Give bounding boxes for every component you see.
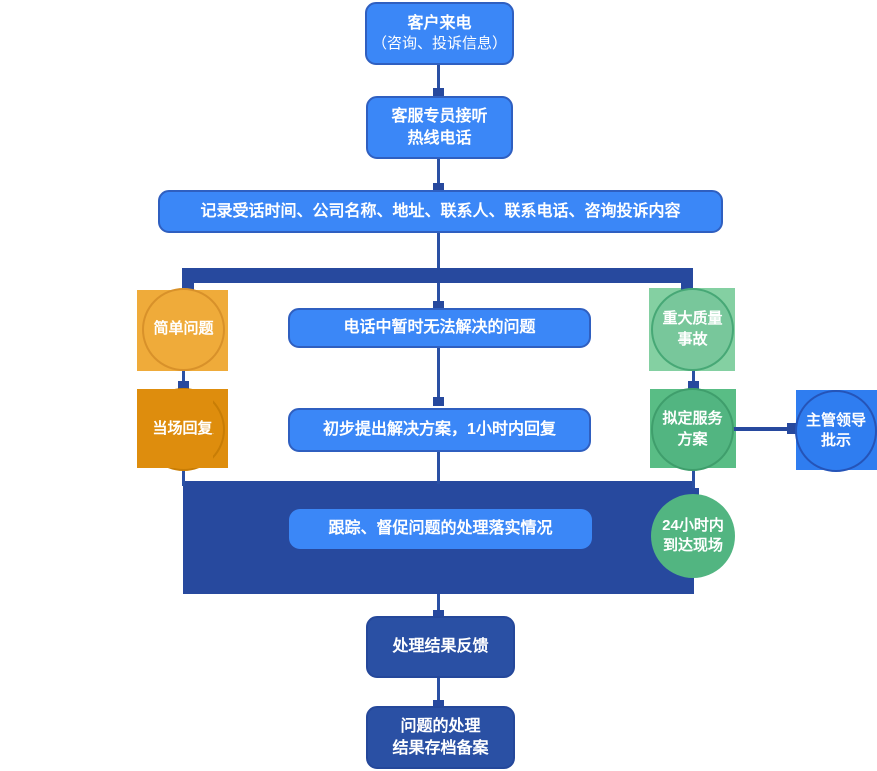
node-arrive-24h[interactable]: 24小时内 到达现场: [651, 494, 735, 578]
node-agent-answer-line2: 热线电话: [407, 129, 472, 147]
node-reply-onsite-label: 当场回复: [137, 389, 228, 468]
connector-agent-to-record: [437, 158, 440, 192]
connector-arrow-split-to-unsolved: [433, 301, 444, 310]
node-unsolved-on-call[interactable]: 电话中暂时无法解决的问题: [288, 308, 591, 348]
split-distribution-bar: [182, 268, 693, 283]
node-follow-up-line1: 跟踪、督促问题的处理落实情况: [328, 520, 553, 538]
node-propose-solution-line1: 初步提出解决方案，1小时内回复: [323, 421, 556, 439]
node-record-info-line1: 记录受话时间、公司名称、地址、联系人、联系电话、咨询投诉内容: [200, 202, 681, 220]
connector-record-to-split: [437, 232, 440, 272]
node-leader-approval[interactable]: 主管领导 批示: [795, 390, 877, 472]
connector-arrow-call-to-agent: [433, 88, 444, 97]
connector-accident-to-plan: [692, 368, 695, 390]
node-follow-up[interactable]: 跟踪、督促问题的处理落实情况: [289, 509, 592, 549]
node-major-accident[interactable]: 重大质量 事故: [651, 288, 734, 371]
node-result-feedback-line1: 处理结果反馈: [392, 638, 489, 656]
node-service-plan-line1: 拟定服务: [662, 410, 723, 428]
node-propose-solution[interactable]: 初步提出解决方案，1小时内回复: [288, 408, 591, 452]
plate-reply-onsite-overlay: [137, 389, 213, 468]
node-simple-issue[interactable]: 简单问题: [142, 288, 225, 371]
node-arrive-24h-line1: 24小时内: [662, 516, 724, 534]
connector-arrow-plan-to-arrive: [688, 488, 699, 497]
node-archive-result-line1: 问题的处理: [400, 718, 481, 736]
connector-arrow-feedback-to-archive: [433, 700, 444, 709]
node-unsolved-on-call-line1: 电话中暂时无法解决的问题: [343, 319, 536, 337]
node-leader-approval-line2: 批示: [820, 432, 851, 449]
node-major-accident-line1: 重大质量: [662, 310, 723, 328]
connector-arrow-unsolved-to-solution: [433, 397, 444, 406]
node-service-plan[interactable]: 拟定服务 方案: [651, 388, 734, 471]
connector-arrow-agent-to-record: [433, 183, 444, 192]
connector-split-to-unsolved: [437, 283, 440, 310]
connector-reply-to-band: [182, 468, 185, 486]
node-agent-answer-line1: 客服专员接听: [391, 108, 488, 126]
connector-feedback-to-archive: [437, 678, 440, 708]
connector-band-to-feedback: [437, 594, 440, 620]
connector-call-to-agent: [437, 64, 440, 95]
connector-solution-to-followup: [437, 452, 440, 484]
connector-arrow-band-to-feedback: [433, 610, 444, 619]
split-bar-right-stub: [681, 283, 693, 291]
node-record-info[interactable]: 记录受话时间、公司名称、地址、联系人、联系电话、咨询投诉内容: [158, 190, 723, 233]
split-bar-left-stub: [182, 283, 194, 291]
connector-simple-to-reply: [182, 368, 185, 390]
node-customer-call-line1: 客户来电: [407, 15, 472, 33]
connector-arrow-accident-to-plan: [688, 381, 699, 390]
node-leader-approval-line1: 主管领导: [805, 411, 866, 429]
node-simple-issue-line1: 简单问题: [153, 320, 214, 338]
node-agent-answer[interactable]: 客服专员接听 热线电话: [366, 96, 513, 159]
connector-unsolved-to-solution: [437, 347, 440, 405]
node-archive-result-line2: 结果存档备案: [392, 739, 489, 757]
node-arrive-24h-line2: 到达现场: [662, 537, 723, 554]
node-service-plan-line2: 方案: [677, 430, 708, 448]
node-reply-onsite-text: 当场回复: [152, 419, 213, 437]
node-customer-call[interactable]: 客户来电 （咨询、投诉信息）: [365, 2, 514, 65]
connector-plan-to-arrive: [692, 468, 695, 498]
connector-arrow-simple-to-reply: [178, 381, 189, 390]
node-archive-result[interactable]: 问题的处理 结果存档备案: [366, 706, 515, 769]
node-result-feedback[interactable]: 处理结果反馈: [366, 616, 515, 678]
connector-arrow-plan-to-leader: [787, 423, 796, 434]
node-customer-call-line2: （咨询、投诉信息）: [371, 35, 507, 53]
node-major-accident-line2: 事故: [677, 330, 708, 348]
connector-plan-to-leader: [728, 427, 796, 431]
